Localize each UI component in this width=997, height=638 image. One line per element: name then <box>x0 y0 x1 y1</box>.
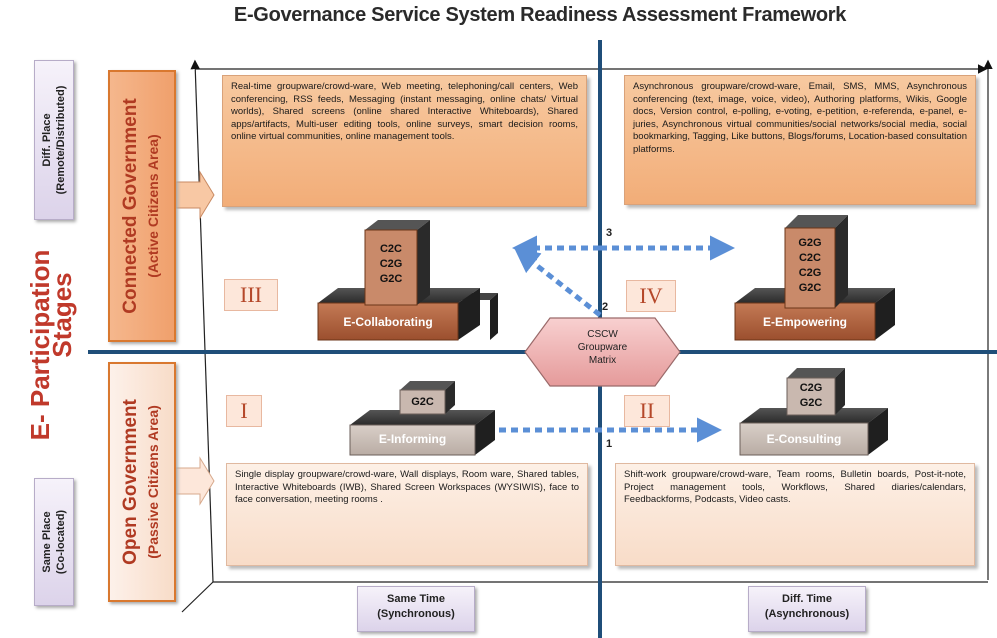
numeral-ii: II <box>624 395 670 427</box>
platform-consulting <box>739 368 888 456</box>
cscw-line1: CSCW <box>587 329 618 340</box>
diff-time-box: Diff. Time (Asynchronous) <box>748 586 866 632</box>
tier-g2c: G2C <box>379 273 403 285</box>
diff-place-box: Diff. Place(Remote/Distributed) <box>34 60 74 220</box>
tier-g2c: G2C <box>799 397 823 409</box>
note-quadrant-i: Single display groupware/crowd-ware, Wal… <box>226 463 588 566</box>
cscw-hexagon <box>524 317 681 387</box>
arrow-number-3: 3 <box>606 227 613 239</box>
stages-label: Stages <box>47 272 77 358</box>
tiers-empowering: G2G C2C C2G G2C <box>785 236 835 296</box>
tiers-consulting: C2G G2C <box>787 381 835 411</box>
connected-pointer <box>175 170 215 220</box>
arrow-2 <box>514 247 602 317</box>
tier-c2g: C2G <box>798 267 822 279</box>
same-place-line2: (Co-located) <box>55 509 67 575</box>
cscw-line2: Groupware <box>577 342 628 353</box>
open-pointer <box>175 456 215 506</box>
same-time-line2: (Synchronous) <box>377 608 455 620</box>
tier-c2g: C2G <box>379 258 403 270</box>
diff-time-line1: Diff. Time <box>782 593 832 605</box>
tier-g2c: G2C <box>411 396 434 408</box>
numeral-iv: IV <box>626 280 676 312</box>
frame-axis-left <box>190 59 214 583</box>
tier-c2g: C2G <box>799 382 823 394</box>
connected-subtitle: (Active Citizens Area) <box>145 134 161 278</box>
stage-e-collaborating: E-Collaborating <box>343 315 433 329</box>
open-subtitle: (Passive Citizens Area) <box>145 405 161 559</box>
numeral-i: I <box>226 395 262 427</box>
same-time-box: Same Time (Synchronous) <box>357 586 475 632</box>
arrow-number-1: 1 <box>606 438 613 450</box>
diagram-title: E-Governance Service System Readiness As… <box>233 4 847 26</box>
diff-time-line2: (Asynchronous) <box>764 608 850 620</box>
tiers-collaborating: C2C C2G G2C <box>365 242 417 287</box>
open-title: Open Government <box>120 399 141 565</box>
arrow-number-2: 2 <box>602 301 609 313</box>
tier-c2c: C2C <box>379 243 402 255</box>
note-quadrant-iii: Real-time groupware/crowd-ware, Web meet… <box>222 75 587 207</box>
tiers-informing: G2C <box>400 395 445 410</box>
same-place-line1: Same Place <box>41 511 53 573</box>
stage-e-empowering: E-Empowering <box>762 315 847 329</box>
cscw-line3: Matrix <box>588 355 617 366</box>
platform-empowering <box>734 215 895 341</box>
connected-title: Connected Government <box>120 98 141 314</box>
diff-place-line2: (Remote/Distributed) <box>55 85 67 195</box>
connected-government-box: Connected Government (Active Citizens Ar… <box>108 70 176 342</box>
note-quadrant-iv: Asynchronous groupware/crowd-ware, Email… <box>624 75 976 205</box>
tier-g2g: G2G <box>798 237 822 249</box>
note-quadrant-ii: Shift-work groupware/crowd-ware, Team ro… <box>615 463 975 566</box>
cscw-label: CSCW Groupware Matrix <box>550 328 655 367</box>
frame-axis-corner <box>181 581 214 613</box>
open-government-box: Open Government (Passive Citizens Area) <box>108 362 176 602</box>
platform-collaborating <box>317 220 498 341</box>
tier-g2c: G2C <box>798 282 822 294</box>
numeral-iii: III <box>224 279 278 311</box>
stage-e-informing: E-Informing <box>378 432 447 446</box>
same-time-line1: Same Time <box>387 593 445 605</box>
same-place-box: Same Place(Co-located) <box>34 478 74 606</box>
platform-informing <box>349 381 495 456</box>
diff-place-line1: Diff. Place <box>41 113 53 167</box>
stage-e-consulting: E-Consulting <box>766 432 842 446</box>
tier-c2c: C2C <box>798 252 821 264</box>
